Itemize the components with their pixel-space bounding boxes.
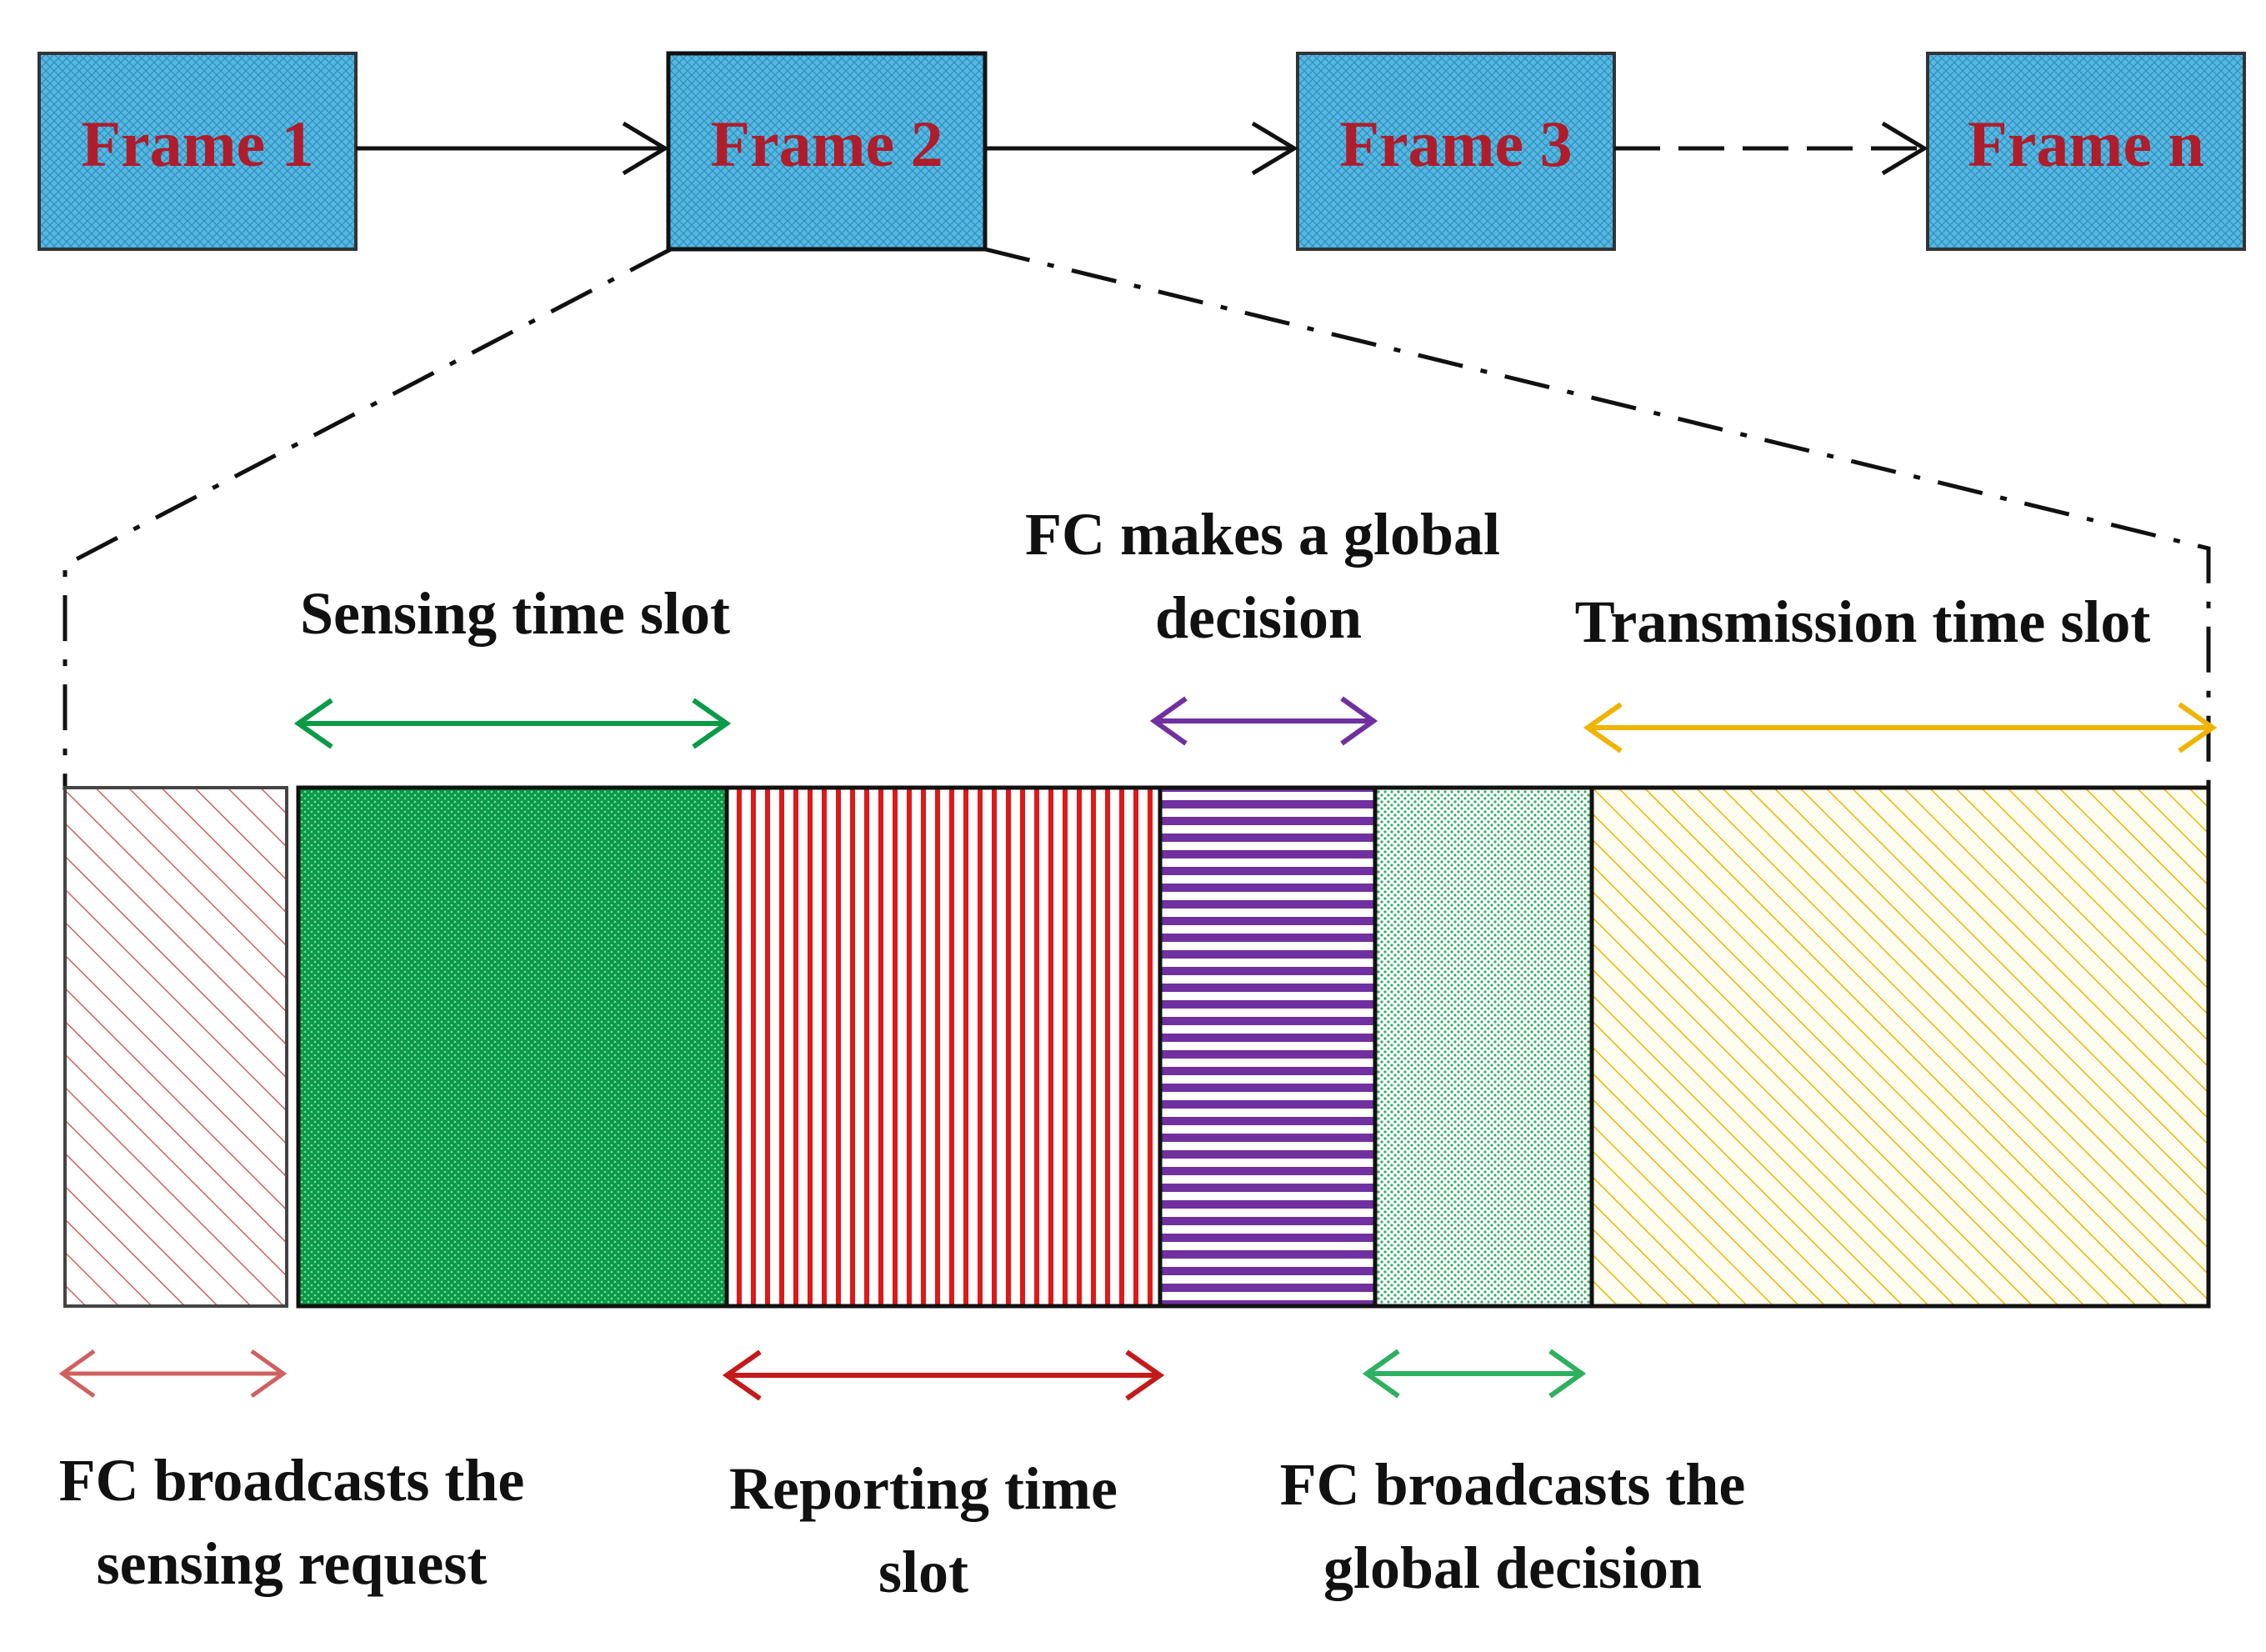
frame-3: Frame 3	[1296, 52, 1616, 251]
slot-broadcast-decision	[1373, 785, 1594, 1309]
zoom-line-left	[63, 247, 673, 790]
frame-1-label: Frame 1	[81, 108, 313, 180]
broadcast-decision-arrow	[1362, 1349, 1587, 1399]
frame-3-label: Frame 3	[1339, 108, 1572, 180]
frame-2-to-3-arrow	[985, 121, 1298, 176]
slot-transmission	[1589, 785, 2211, 1309]
slot-sensing-request	[63, 786, 288, 1308]
slot-sensing	[296, 785, 729, 1309]
global-decision-label-line2: decision	[1155, 584, 1362, 651]
frame-n-label: Frame n	[1968, 108, 2204, 180]
frame-1: Frame 1	[38, 52, 358, 251]
frame-3-to-n-dashed-arrow	[1614, 121, 1928, 176]
sensing-request-arrow	[58, 1349, 288, 1399]
frame-n: Frame n	[1926, 52, 2246, 251]
sensing-slot-arrow	[293, 698, 732, 749]
reporting-slot-label-line1: Reporting time	[729, 1455, 1118, 1522]
global-decision-label-line1: FC makes a global	[1025, 501, 1500, 568]
reporting-slot-label-line2: slot	[878, 1539, 968, 1605]
global-decision-arrow	[1149, 696, 1378, 746]
zoom-lines	[63, 247, 2211, 790]
broadcast-decision-label-line2: global decision	[1323, 1534, 1702, 1601]
broadcast-request-label-line1: FC broadcasts the	[59, 1447, 525, 1514]
transmission-slot-label: Transmission time slot	[1575, 588, 2151, 655]
reporting-slot-arrow	[722, 1349, 1165, 1401]
slot-global-decision	[1158, 785, 1378, 1309]
broadcast-decision-label-line1: FC broadcasts the	[1280, 1451, 1746, 1518]
broadcast-request-label-line2: sensing request	[97, 1530, 488, 1597]
frame-1-to-2-arrow	[356, 121, 669, 176]
frame-2: Frame 2	[666, 51, 988, 252]
zoom-line-right	[984, 247, 2211, 788]
transmission-slot-arrow	[1583, 702, 2218, 753]
sensing-slot-label: Sensing time slot	[300, 580, 730, 647]
frame-2-label: Frame 2	[710, 108, 943, 180]
slot-reporting	[724, 785, 1163, 1309]
frame-slots	[63, 785, 2211, 1309]
